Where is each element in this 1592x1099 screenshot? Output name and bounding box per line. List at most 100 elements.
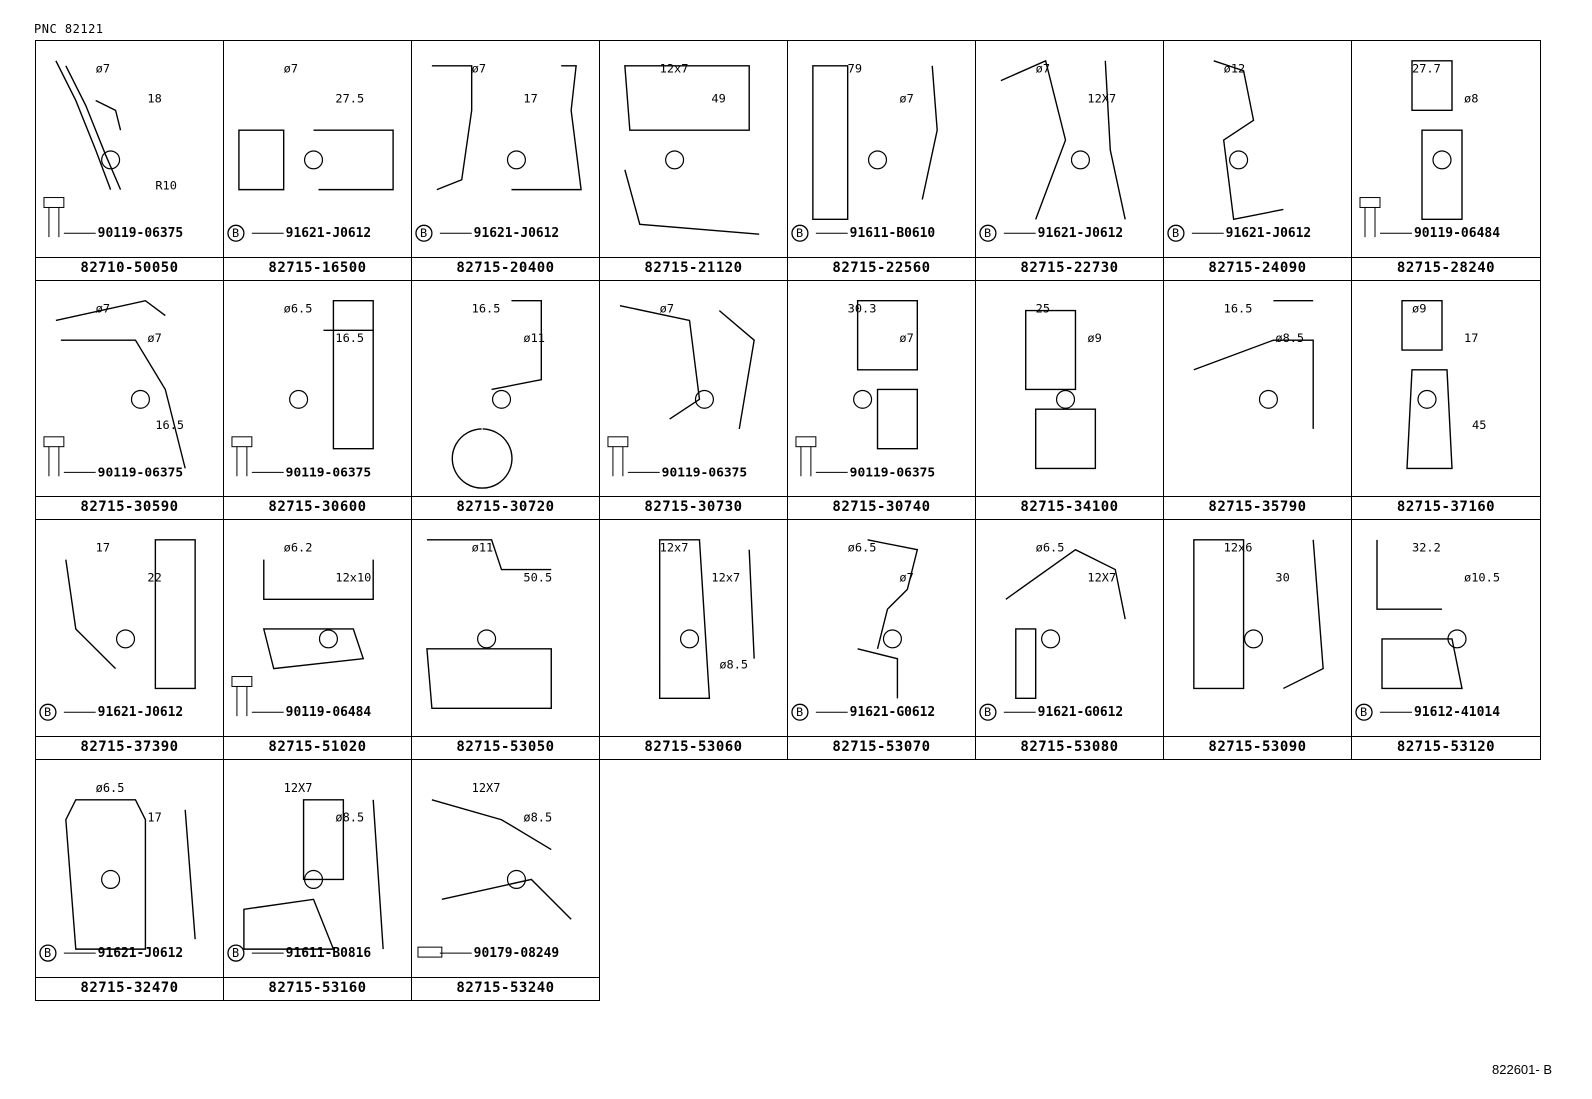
dimension-label: 27.7 <box>1412 62 1441 76</box>
dimension-label: ø7 <box>284 62 298 76</box>
fastener-b-letter: B <box>44 946 51 960</box>
part-number: 82715-35790 <box>1208 499 1307 515</box>
mounting-hole <box>303 150 324 170</box>
part-number: 82715-53160 <box>268 980 367 996</box>
bracket-outline <box>243 799 384 950</box>
mounting-hole <box>1229 150 1249 170</box>
dimension-label: ø10.5 <box>1464 570 1500 584</box>
bracket-outline <box>1401 300 1453 470</box>
dimension-label: 50.5 <box>523 570 552 584</box>
part-number: 82715-37160 <box>1396 499 1496 515</box>
fastener-part-number: 90119-06375 <box>98 226 184 241</box>
dimension-label: 45 <box>1472 418 1486 432</box>
bolt-icon <box>43 436 65 448</box>
fastener-b-icon <box>39 944 57 962</box>
dimension-label: ø7 <box>899 331 913 345</box>
nut-icon <box>417 946 443 958</box>
fastener-b-letter: B <box>232 226 239 240</box>
bolt-icon <box>795 436 817 448</box>
fastener-part-number: 91621-G0612 <box>850 705 936 720</box>
mounting-hole <box>1432 150 1452 170</box>
mounting-hole <box>318 629 338 649</box>
bolt-icon <box>607 436 629 448</box>
part-number: 82715-53060 <box>644 739 743 755</box>
fastener-part-number: 90119-06375 <box>662 465 748 480</box>
mounting-hole <box>491 389 512 409</box>
part-number: 82715-30590 <box>80 499 179 515</box>
part-number: 82715-34100 <box>1020 499 1119 515</box>
dimension-label: 17 <box>1464 331 1478 345</box>
fastener-b-icon <box>979 224 997 242</box>
fastener-b-letter: B <box>1172 226 1179 240</box>
mounting-hole <box>665 150 685 170</box>
mounting-hole <box>694 389 714 409</box>
bolt-icon <box>231 676 253 687</box>
dimension-label: 27.5 <box>335 91 364 105</box>
bolt-shank <box>612 446 624 477</box>
fastener-part-number: 91621-J0612 <box>1038 226 1124 241</box>
bracket-outline <box>658 539 755 700</box>
part-number: 82715-32470 <box>80 980 179 996</box>
fastener-part-number: 91621-J0612 <box>98 946 184 961</box>
fastener-b-icon <box>227 224 245 242</box>
mounting-hole <box>1258 389 1278 409</box>
dimension-label: ø7 <box>899 91 913 105</box>
dimension-label: ø7 <box>96 302 110 316</box>
bracket-sketch: 16.5ø8.5 <box>1193 300 1314 429</box>
dimension-label: 17 <box>96 541 110 555</box>
dimension-label: ø7 <box>1036 62 1050 76</box>
mounting-hole <box>1041 629 1061 649</box>
bracket-outline <box>451 300 543 489</box>
bracket-outline <box>1411 60 1463 221</box>
part-number: 82715-53120 <box>1396 739 1496 755</box>
dimension-label: ø8.5 <box>335 811 364 825</box>
bolt-shank <box>48 207 60 238</box>
bolt-icon <box>43 197 65 208</box>
dimension-label: 12x7 <box>711 570 740 584</box>
mounting-hole <box>1055 389 1076 409</box>
bolt-icon <box>231 436 253 448</box>
mounting-hole <box>1070 150 1090 170</box>
dimension-label: 22 <box>147 570 161 584</box>
bolt-shank <box>236 446 248 477</box>
bracket-outline <box>619 304 755 430</box>
dimension-label: ø9 <box>1087 331 1101 345</box>
fastener-b-icon <box>791 224 809 242</box>
fastener-b-letter: B <box>796 705 803 719</box>
bolt-shank <box>1364 207 1376 238</box>
figure-reference: 822601- B <box>1492 1062 1552 1077</box>
part-number: 82715-28240 <box>1396 260 1496 276</box>
dimension-label: ø12 <box>1224 62 1246 76</box>
part-number: 82715-30740 <box>832 499 931 515</box>
bracket-outline <box>65 539 196 690</box>
dimension-label: ø7 <box>147 331 161 345</box>
bracket-outline <box>1025 309 1097 470</box>
bracket-outline <box>624 65 760 235</box>
